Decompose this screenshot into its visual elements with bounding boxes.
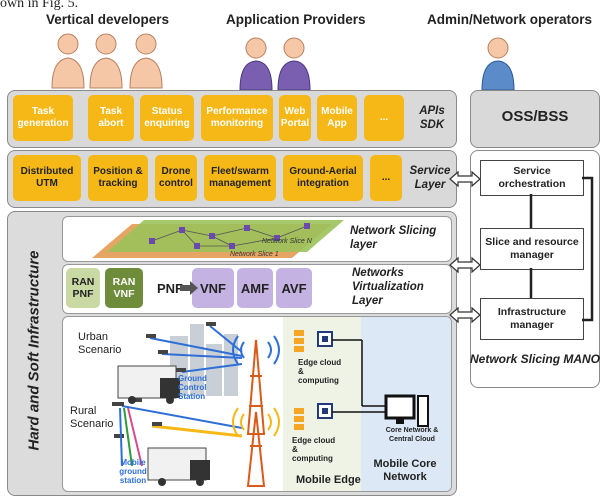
cell-status-enquiring: Status enquiring bbox=[140, 95, 194, 141]
cell-mobile-app: Mobile App bbox=[317, 95, 357, 141]
mobile-core-label: Mobile Core Network bbox=[373, 458, 437, 483]
slice-1-label: Network Slice 1 bbox=[230, 251, 279, 258]
tower-icon-urban bbox=[232, 335, 280, 435]
arrow-icon-pnf-vnf bbox=[180, 281, 198, 295]
cell-task-generation: Task generation bbox=[13, 95, 73, 141]
truck-icon-urban bbox=[117, 365, 180, 404]
header-admin-network-operators: Admin/Network operators bbox=[427, 12, 593, 27]
slice-n-label: Network Slice N bbox=[262, 238, 312, 245]
mano-connectors bbox=[529, 176, 594, 322]
amf-box: AMF bbox=[237, 268, 273, 308]
double-arrow-icon-virtualization bbox=[449, 256, 481, 274]
edge-cloud-label-2: Edge cloud & computing bbox=[292, 436, 336, 463]
figure-reference: own in Fig. 5. bbox=[0, 0, 79, 11]
edge-cloud-label-1: Edge cloud & computing bbox=[298, 358, 342, 385]
rural-scenario-label: Rural Scenario bbox=[70, 405, 114, 430]
truck-icon-rural bbox=[147, 447, 210, 486]
core-cloud-label: Core Network & Central Cloud bbox=[385, 427, 439, 443]
ran-pnf-box: RAN PNF bbox=[66, 268, 100, 308]
cell-ground-aerial-integration: Ground-Aerial integration bbox=[283, 155, 363, 201]
cell-performance-monitoring: Performance monitoring bbox=[201, 95, 273, 141]
header-application-providers: Application Providers bbox=[226, 12, 366, 27]
cell-distributed-utm: Distributed UTM bbox=[13, 155, 81, 201]
edge-server-icon-1 bbox=[294, 330, 333, 352]
core-computer-icon bbox=[384, 394, 429, 427]
cell-task-abort: Task abort bbox=[88, 95, 134, 141]
person-icon-admin bbox=[481, 37, 515, 91]
slicing-layer-label: Network Slicing layer bbox=[350, 225, 437, 251]
infrastructure-label: Hard and Soft Infrastructure bbox=[25, 250, 43, 451]
cell-more-apis: ... bbox=[364, 95, 404, 141]
cell-web-portal: Web Portal bbox=[279, 95, 311, 141]
ground-control-station-label: Ground Control Station bbox=[178, 374, 207, 401]
vnf-box: VNF bbox=[192, 268, 234, 308]
cell-drone-control: Drone control bbox=[155, 155, 197, 201]
double-arrows bbox=[449, 170, 481, 324]
oss-bss-label: OSS/BSS bbox=[501, 108, 569, 125]
person-icon-app-1 bbox=[239, 37, 273, 91]
cell-fleet-swarm-management: Fleet/swarm management bbox=[204, 155, 276, 201]
cell-more-services: ... bbox=[370, 155, 402, 201]
double-arrow-icon-infrastructure bbox=[449, 306, 481, 324]
person-icon-vertical-2 bbox=[89, 33, 123, 89]
double-arrow-icon-service bbox=[449, 170, 481, 188]
slice-resource-manager-box: Slice and resource manager bbox=[480, 228, 584, 270]
edge-server-icon-2 bbox=[294, 403, 333, 430]
service-layer-label: Service Layer bbox=[409, 165, 451, 191]
urban-scenario-label: Urban Scenario bbox=[78, 331, 122, 356]
oss-bss-panel bbox=[470, 90, 600, 148]
person-icon-vertical-3 bbox=[129, 33, 163, 89]
actors-icons bbox=[51, 33, 515, 91]
virtualization-layer-label: Networks Virtualization Layer bbox=[352, 267, 424, 307]
apis-sdk-label: APIs SDK bbox=[419, 105, 445, 131]
mobile-edge-label: Mobile Edge bbox=[296, 474, 361, 486]
mobile-ground-station-label: Mobile ground station bbox=[119, 458, 147, 485]
infra-scene bbox=[112, 322, 429, 487]
infrastructure-manager-box: Infrastructure manager bbox=[480, 298, 584, 340]
slice-planes bbox=[92, 220, 344, 258]
mano-title-label: Network Slicing MANO bbox=[470, 352, 601, 366]
person-icon-app-2 bbox=[277, 37, 311, 91]
person-icon-vertical-1 bbox=[51, 33, 85, 89]
cell-position-tracking: Position & tracking bbox=[88, 155, 148, 201]
header-vertical-developers: Vertical developers bbox=[46, 12, 170, 27]
avf-box: AVF bbox=[276, 268, 312, 308]
tower-icon-rural bbox=[232, 407, 280, 487]
ran-vnf-box: RAN VNF bbox=[105, 268, 143, 308]
